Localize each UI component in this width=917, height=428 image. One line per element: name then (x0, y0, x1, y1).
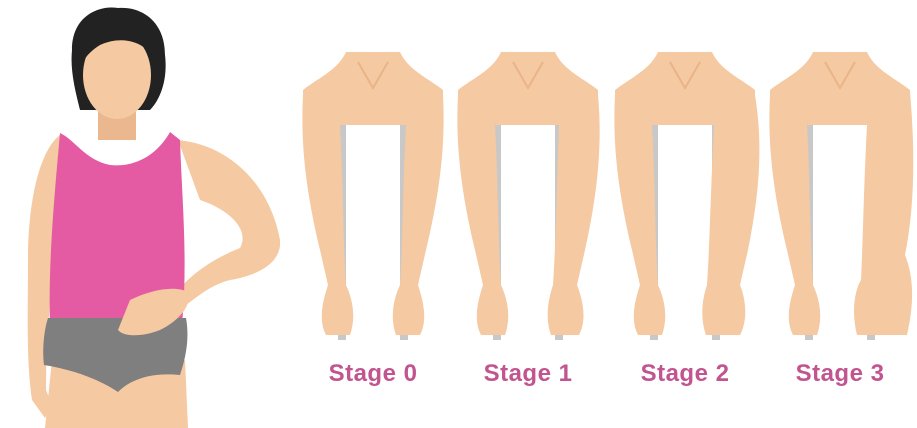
arm-figure-stage-2-icon (610, 0, 760, 340)
stage-panel-0: Stage 0 (298, 0, 448, 428)
stage-label: Stage 2 (610, 360, 760, 388)
stage-panel-1: Stage 1 (453, 0, 603, 428)
stage-label: Stage 1 (453, 360, 603, 388)
stage-label: Stage 3 (765, 360, 915, 388)
arm-figure-stage-3-icon (765, 0, 915, 340)
stage-label: Stage 0 (298, 360, 448, 388)
stage-panel-3: Stage 3 (765, 0, 915, 428)
woman-figure-icon (0, 0, 300, 428)
arm-figure-stage-1-icon (453, 0, 603, 340)
arm-figure-stage-0-icon (298, 0, 448, 340)
stage-panel-2: Stage 2 (610, 0, 760, 428)
